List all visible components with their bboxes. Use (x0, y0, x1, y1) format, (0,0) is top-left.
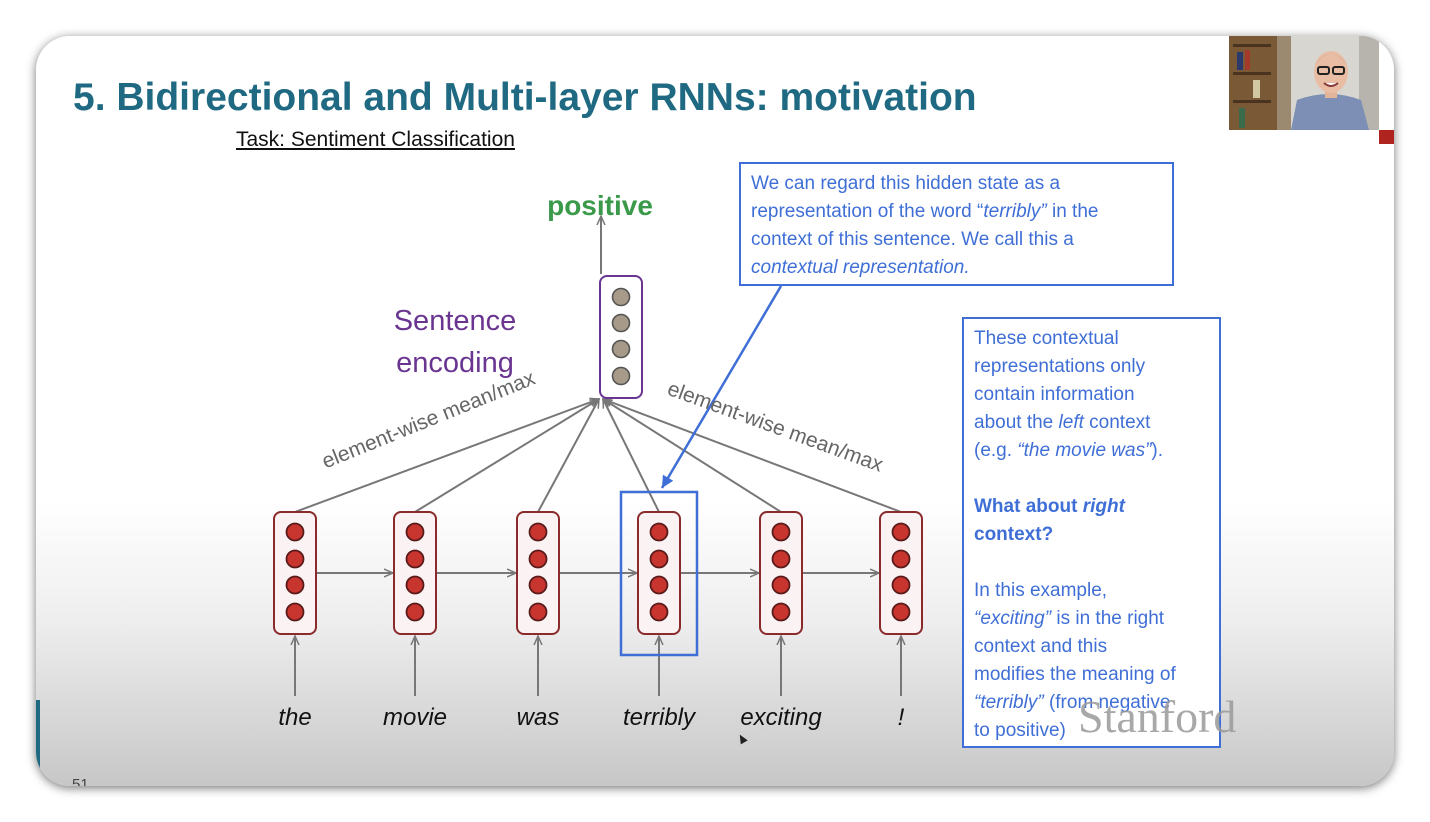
callout-italic: “terribly” (974, 692, 1044, 713)
pooling-arrow (603, 399, 902, 513)
callout-line: We can regard this hidden state as a (751, 173, 1061, 194)
callout-line: about the (974, 412, 1059, 433)
highlight-box (619, 490, 699, 657)
encoding-label: encoding (396, 347, 514, 379)
callout-italic: terribly” (983, 201, 1047, 222)
rnn-neuron-dot (528, 522, 548, 542)
input-word: ! (898, 704, 905, 731)
pooling-arrow (537, 399, 600, 513)
encoding-neuron-dot (611, 287, 631, 307)
webcam-thumbnail[interactable] (1229, 36, 1379, 130)
rnn-neuron-dot (771, 602, 791, 622)
rnn-neuron-dot (285, 575, 305, 595)
encoding-neuron-dot (611, 366, 631, 386)
rnn-neuron-dot (528, 549, 548, 569)
callout-line: context (1083, 412, 1151, 433)
rnn-neuron-dot (405, 602, 425, 622)
webcam-presenter-image (1229, 36, 1379, 130)
encoding-neuron-dot (611, 313, 631, 333)
slide-title: 5. Bidirectional and Multi-layer RNNs: m… (73, 76, 977, 119)
rnn-cell-box (393, 511, 437, 635)
callout-line: context of this sentence. We call this a (751, 229, 1074, 250)
callout-arrow (660, 285, 783, 489)
callout-line: modifies the meaning of (974, 664, 1176, 685)
callout-line: ). (1151, 440, 1164, 461)
rnn-neuron-dot (771, 575, 791, 595)
rnn-hidden-state (273, 511, 317, 635)
callout-line: In this example, (974, 580, 1108, 601)
contextual-representation-callout: We can regard this hidden state as a rep… (739, 162, 1174, 286)
input-word: the (278, 704, 311, 731)
rnn-neuron-dot (528, 602, 548, 622)
input-word: terribly (623, 704, 697, 731)
left-context-callout: These contextual representations only co… (962, 317, 1221, 748)
rnn-neuron-dot (771, 522, 791, 542)
rnn-hidden-state (759, 511, 803, 635)
callout-line: context and this (974, 636, 1108, 657)
encoding-box (599, 275, 643, 399)
callout-line: These contextual (974, 328, 1119, 349)
callout-bold: What about (974, 496, 1083, 517)
left-accent-bar (36, 700, 40, 786)
page-number: 51 (72, 776, 89, 786)
rnn-cell-box (273, 511, 317, 635)
rnn-neuron-dot (891, 602, 911, 622)
callout-line: to positive) (974, 720, 1066, 741)
rnn-neuron-dot (649, 602, 669, 622)
rnn-neuron-dot (285, 522, 305, 542)
input-word: exciting (740, 704, 822, 731)
rnn-neuron-dot (771, 549, 791, 569)
rnn-neuron-dot (649, 522, 669, 542)
callout-line: representations only (974, 356, 1146, 377)
rnn-hidden-state (393, 511, 437, 635)
rnn-neuron-dot (649, 575, 669, 595)
callout-line: representation of the word “ (751, 201, 984, 222)
sentence-encoding-vector (599, 275, 643, 399)
callout-italic: “exciting” (974, 608, 1052, 629)
pooling-arrow (414, 399, 599, 513)
input-word: was (517, 704, 560, 731)
callout-line: (from negative (1043, 692, 1171, 713)
rnn-neuron-dot (285, 602, 305, 622)
rnn-neuron-dot (405, 575, 425, 595)
rnn-cell-box (879, 511, 923, 635)
rnn-cell-box (516, 511, 560, 635)
callout-line: (e.g. (974, 440, 1018, 461)
slide: 5. Bidirectional and Multi-layer RNNs: m… (36, 36, 1394, 786)
rnn-neuron-dot (528, 575, 548, 595)
rnn-neuron-dot (285, 549, 305, 569)
rnn-cell-box (637, 511, 681, 635)
callout-line: is in the right (1051, 608, 1165, 629)
encoding-neuron-dot (611, 339, 631, 359)
callout-italic: contextual representation. (751, 257, 970, 278)
rnn-neuron-dot (405, 549, 425, 569)
callout-bold-italic: right (1082, 496, 1125, 517)
webcam-indicator (1379, 130, 1394, 144)
rnn-neuron-dot (891, 575, 911, 595)
output-label-positive: positive (547, 190, 653, 221)
callout-italic: left (1058, 412, 1084, 433)
rnn-neuron-dot (649, 549, 669, 569)
rnn-cell-box (759, 511, 803, 635)
callout-bold: context? (974, 524, 1054, 545)
rnn-hidden-state (637, 511, 681, 635)
rnn-hidden-state (879, 511, 923, 635)
input-word: movie (383, 704, 447, 731)
rnn-neuron-dot (891, 549, 911, 569)
pooling-arrow (294, 399, 599, 513)
encoding-label: Sentence (394, 305, 517, 337)
callout-line: contain information (974, 384, 1135, 405)
rnn-neuron-dot (891, 522, 911, 542)
stanford-watermark: Stanford (1078, 691, 1237, 742)
rnn-neuron-dot (405, 522, 425, 542)
callout-italic: “the movie was” (1017, 440, 1152, 461)
rnn-hidden-state (516, 511, 560, 635)
pooling-arrow (603, 399, 782, 513)
task-subtitle: Task: Sentiment Classification (236, 128, 515, 151)
callout-line: in the (1046, 201, 1099, 222)
